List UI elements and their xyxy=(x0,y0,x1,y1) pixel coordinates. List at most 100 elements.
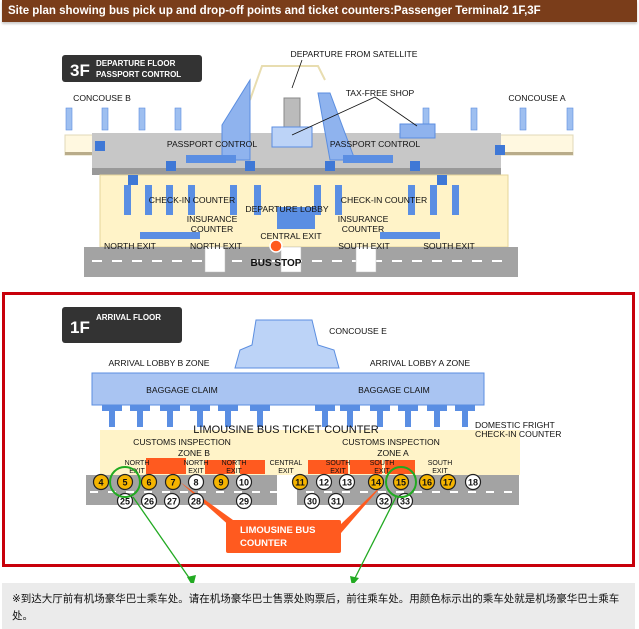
bus-stop-number: 13 xyxy=(342,478,352,488)
passport-edge xyxy=(92,168,501,175)
label-south-exit-2: SOUTH EXIT xyxy=(423,241,475,251)
bus-stop-number: 16 xyxy=(422,478,432,488)
label-passport-control-south: PASSPORT CONTROL xyxy=(330,139,420,149)
baggage-carousel xyxy=(370,405,390,411)
exit-label: NORTH xyxy=(125,460,150,467)
bus-stop-4[interactable] xyxy=(92,473,110,491)
floor-1f-number: 1F xyxy=(70,318,90,337)
restroom-icons xyxy=(95,141,505,185)
baggage-carousel-stem xyxy=(462,411,468,427)
label-south-exit-1: SOUTH EXIT xyxy=(338,241,390,251)
baggage-carousel xyxy=(315,405,335,411)
bus-stop-16[interactable] xyxy=(418,473,436,491)
bus-stop-number: 30 xyxy=(307,497,317,507)
bus-stop-17[interactable] xyxy=(439,473,457,491)
highlight-stop-15 xyxy=(385,466,417,498)
tax-free-shop-center xyxy=(271,126,313,148)
bus-stop-26[interactable] xyxy=(140,492,158,510)
baggage-carousel xyxy=(190,405,210,411)
bus-stop-number: 9 xyxy=(218,478,223,488)
floor-3f-plan: 3F DEPARTURE FLOOR PASSPORT CONTROL xyxy=(62,49,574,277)
exit-label: SOUTH xyxy=(428,460,453,467)
bus-stop-number: 10 xyxy=(239,478,249,488)
restroom-icon xyxy=(437,175,447,185)
exit-label: SOUTH xyxy=(326,460,351,467)
exit-label: SOUTH xyxy=(370,460,395,467)
baggage-carousel xyxy=(130,405,150,411)
ticket-counter xyxy=(146,458,186,474)
bus-stop-6[interactable] xyxy=(140,473,158,491)
bus-stop-number: 18 xyxy=(468,478,478,488)
bus-stop-14[interactable] xyxy=(367,473,385,491)
bus-stop-32[interactable] xyxy=(375,492,393,510)
label-customs-a: CUSTOMS INSPECTION xyxy=(342,437,440,447)
baggage-carousel-stem xyxy=(405,411,411,427)
bus-stop-15[interactable] xyxy=(392,473,410,491)
bus-stop-number: 31 xyxy=(331,497,341,507)
baggage-carousel-stem xyxy=(257,411,263,427)
ticket-counter xyxy=(308,460,348,474)
label-north-exit-2: NORTH EXIT xyxy=(190,241,243,251)
bus-stop-number: 32 xyxy=(379,497,389,507)
label-domestic-fright: DOMESTIC FRIGHT xyxy=(475,420,555,430)
floor-3f-subtitle: PASSPORT CONTROL xyxy=(96,70,181,79)
arrows xyxy=(132,496,397,583)
highlight-stop-5 xyxy=(109,466,141,498)
bus-stop-number: 12 xyxy=(319,478,329,488)
floor-1f-title: ARRIVAL FLOOR xyxy=(96,313,161,322)
label-central-exit: CENTRAL EXIT xyxy=(260,231,322,241)
note-text: ※到达大厅前有机场豪华巴士乘车处。请在机场豪华巴士售票处购票后，前往乘车处。用颜… xyxy=(2,583,635,629)
baggage-carousel xyxy=(160,405,180,411)
restroom-icon xyxy=(166,161,176,171)
baggage-carousel-stem xyxy=(109,411,115,427)
baggage-carousel xyxy=(250,405,270,411)
exit-label: EXIT xyxy=(226,468,242,475)
bus-stop-30[interactable] xyxy=(303,492,321,510)
bus-stop-12[interactable] xyxy=(315,473,333,491)
bus-stop-29[interactable] xyxy=(235,492,253,510)
label-baggage-claim-b: BAGGAGE CLAIM xyxy=(146,385,218,395)
baggage-carousel-stem xyxy=(434,411,440,427)
baggage-carousel-stem xyxy=(377,411,383,427)
exit-label: EXIT xyxy=(188,468,204,475)
bus-stop-9[interactable] xyxy=(212,473,230,491)
page-title: Site plan showing bus pick up and drop-o… xyxy=(2,0,637,22)
bus-stop-10[interactable] xyxy=(235,473,253,491)
ticket-counter xyxy=(205,460,235,474)
restroom-icon xyxy=(95,141,105,151)
ticket-counter xyxy=(350,460,382,474)
bus-stop-8[interactable] xyxy=(187,473,205,491)
baggage-carousel-stem xyxy=(225,411,231,427)
exit-label: EXIT xyxy=(129,468,145,475)
bus-stop-11[interactable] xyxy=(291,473,309,491)
label-domestic-fright-2: CHECK-IN COUNTER xyxy=(475,429,561,439)
bus-stop-31[interactable] xyxy=(327,492,345,510)
baggage-claim-area xyxy=(91,372,485,406)
bus-stop-27[interactable] xyxy=(163,492,181,510)
bus-stop-number: 14 xyxy=(371,478,381,488)
label-concourse-a: CONCOUSE A xyxy=(508,93,566,103)
bus-stop-28[interactable] xyxy=(187,492,205,510)
bus-stop-number: 11 xyxy=(295,478,305,488)
label-check-in-north: CHECK-IN COUNTER xyxy=(149,195,235,205)
restroom-icon xyxy=(495,145,505,155)
bus-stop-5[interactable] xyxy=(116,473,134,491)
bus-stop-18[interactable] xyxy=(464,473,482,491)
label-departure-lobby: DEPARTURE LOBBY xyxy=(245,204,329,214)
label-departure-satellite: DEPARTURE FROM SATELLITE xyxy=(290,49,417,59)
label-arrival-lobby-a: ARRIVAL LOBBY A ZONE xyxy=(370,358,470,368)
label-zone-a: ZONE A xyxy=(377,448,409,458)
bus-stop-label: BUS STOP xyxy=(251,258,302,269)
baggage-carousel xyxy=(398,405,418,411)
arrow-line xyxy=(353,496,397,581)
bus-stop-13[interactable] xyxy=(338,473,356,491)
bus-stop-number: 27 xyxy=(167,497,177,507)
baggage-carousel-stem xyxy=(347,411,353,427)
bus-stop-7[interactable] xyxy=(164,473,182,491)
label-arrival-lobby-b: ARRIVAL LOBBY B ZONE xyxy=(108,358,209,368)
bus-stop-number: 17 xyxy=(443,478,453,488)
limousine-bus-counter-callout xyxy=(226,520,341,553)
